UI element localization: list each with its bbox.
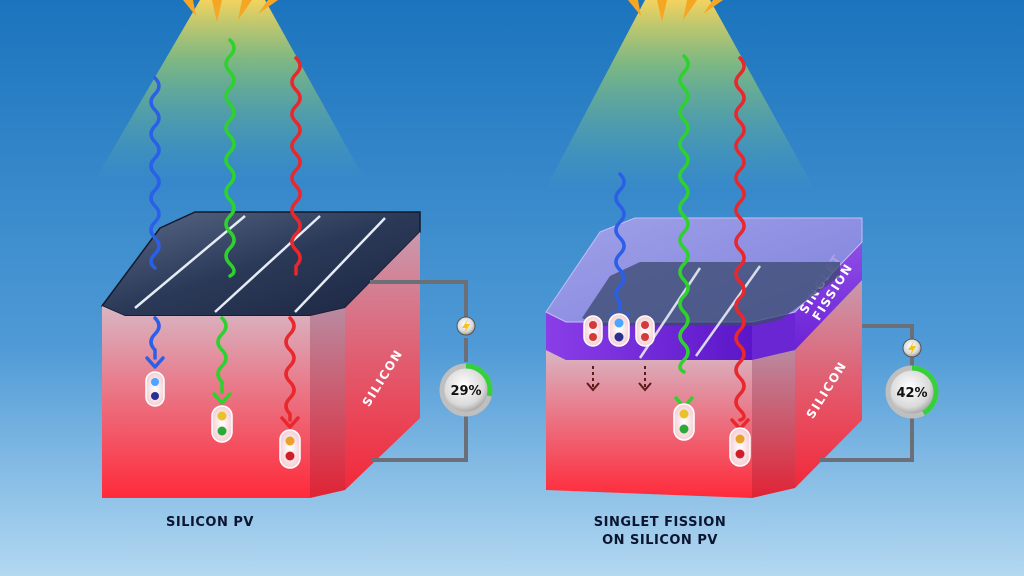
red-photon-wave	[734, 56, 746, 422]
arrow-down-icon	[145, 356, 300, 429]
efficiency-gauge-fill	[885, 365, 939, 419]
electron-pair-icon	[279, 429, 301, 469]
electron-pair-icon	[729, 427, 751, 467]
singlet-fission-cell: SILICON SINGLET FISSION	[545, 217, 863, 498]
fission-layer-side	[795, 242, 862, 350]
red-photon-path	[284, 316, 296, 422]
green-photon-wave	[224, 38, 236, 278]
electron-pair-icon	[608, 313, 630, 347]
electron-pair-icon	[635, 315, 655, 347]
lightning-icon	[462, 319, 470, 334]
sun-icon	[183, 0, 278, 22]
electron-pair-icon	[673, 403, 695, 441]
arrow-down-icon	[586, 382, 652, 392]
silicon-front-face	[546, 350, 752, 498]
sun-icon	[628, 0, 723, 22]
blue-photon-wave	[614, 172, 626, 312]
silicon-side-face	[345, 232, 420, 490]
circuit-left: 29%	[370, 280, 493, 462]
silicon-pv-cell: SILICON	[100, 211, 421, 498]
green-photon-path	[216, 316, 228, 394]
lightning-icon	[908, 341, 916, 356]
blue-photon-wave	[149, 76, 161, 270]
caption-silicon-pv: SILICON PV	[140, 514, 280, 532]
caption-line: SILICON PV	[166, 515, 254, 530]
photons-left	[149, 38, 302, 422]
efficiency-value: 42%	[896, 386, 927, 401]
blue-photon-path	[149, 316, 161, 360]
electron-pair-icon	[583, 315, 603, 347]
efficiency-gauge-fill	[439, 363, 493, 417]
red-photon-wave	[290, 56, 302, 276]
electron-pair-icon	[145, 371, 165, 407]
silicon-side-face	[795, 280, 862, 488]
panel-grid-lines	[134, 215, 386, 313]
fission-layer-corner	[752, 312, 795, 360]
caption-line: SINGLET FISSION	[593, 515, 727, 530]
green-photon-wave	[678, 54, 690, 374]
electron-pair-icon	[211, 405, 233, 443]
caption-line: ON SILICON PV	[602, 533, 718, 548]
caption-singlet-fission: SINGLET FISSION ON SILICON PV	[580, 514, 740, 550]
photons-right	[614, 54, 746, 422]
efficiency-value: 29%	[450, 384, 481, 399]
solar-panel-top	[582, 262, 840, 326]
silicon-front-face	[102, 306, 310, 498]
silicon-corner-face	[752, 350, 795, 498]
silicon-corner-face	[310, 308, 345, 498]
circuit-right: 42%	[820, 324, 939, 462]
arrow-down-icon	[592, 366, 646, 388]
light-beam-right	[545, 0, 815, 190]
